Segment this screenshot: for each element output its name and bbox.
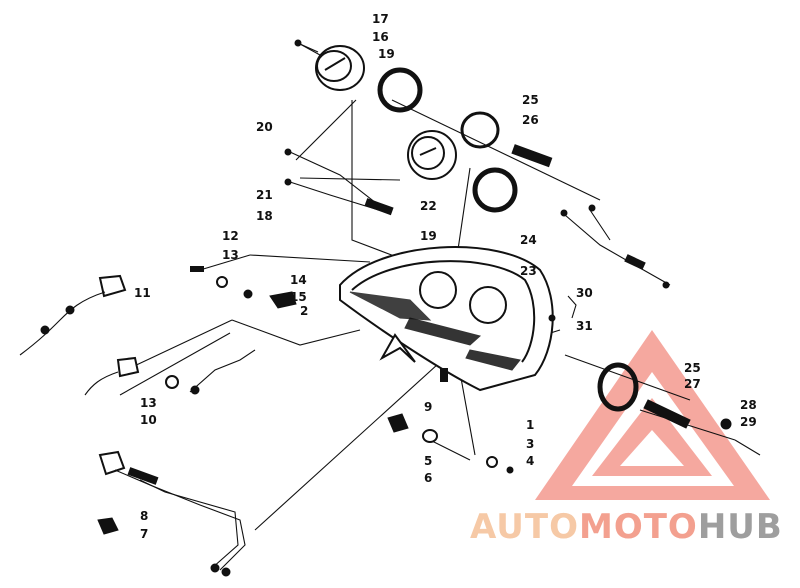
callout-11: 11 bbox=[134, 286, 151, 300]
gauge-16 bbox=[294, 39, 365, 91]
switch-11 bbox=[19, 274, 127, 356]
callout-3: 3 bbox=[526, 437, 534, 451]
watermark-automotohub: AUTOMOTOHUB bbox=[470, 507, 783, 547]
wiring-harness-18 bbox=[284, 148, 394, 216]
watermark-auto: AUTO bbox=[470, 507, 579, 547]
callout-2: 2 bbox=[300, 304, 308, 318]
callout-4: 4 bbox=[526, 454, 534, 468]
callout-28: 28 bbox=[740, 398, 757, 412]
callout-25: 25 bbox=[522, 93, 539, 107]
watermark-triangle-logo bbox=[535, 330, 770, 500]
callout-13: 13 bbox=[140, 396, 157, 410]
callout-1: 1 bbox=[526, 418, 534, 432]
instrument-panel-housing bbox=[339, 246, 554, 392]
callout-25: 25 bbox=[684, 361, 701, 375]
callout-15: 15 bbox=[290, 290, 307, 304]
bezel-19-mid bbox=[472, 167, 518, 213]
callout-19: 19 bbox=[378, 47, 395, 61]
callout-6: 6 bbox=[424, 471, 432, 485]
callout-9: 9 bbox=[424, 400, 432, 414]
gauge-22 bbox=[407, 130, 457, 180]
callout-labels: 17 16 19 25 26 20 21 18 22 19 24 23 12 1… bbox=[134, 12, 757, 541]
callout-27: 27 bbox=[684, 377, 701, 391]
watermark-hub: HUB bbox=[697, 507, 783, 547]
callout-31: 31 bbox=[576, 319, 593, 333]
callout-21: 21 bbox=[256, 188, 273, 202]
bezel-25-top bbox=[460, 111, 500, 149]
small-parts bbox=[190, 266, 761, 474]
callout-18: 18 bbox=[256, 209, 273, 223]
callout-20: 20 bbox=[256, 120, 273, 134]
watermark-moto: MOTO bbox=[578, 507, 698, 547]
callout-10: 10 bbox=[140, 413, 157, 427]
callout-29: 29 bbox=[740, 415, 757, 429]
socket-26 bbox=[511, 144, 553, 168]
switch-10 bbox=[84, 349, 256, 396]
callout-12: 12 bbox=[222, 229, 239, 243]
callout-14: 14 bbox=[290, 273, 307, 287]
callout-17: 17 bbox=[372, 12, 389, 26]
callout-5: 5 bbox=[424, 454, 432, 468]
callout-13: 13 bbox=[222, 248, 239, 262]
callout-16: 16 bbox=[372, 30, 389, 44]
callout-7: 7 bbox=[140, 527, 148, 541]
cable-assembly-8 bbox=[97, 450, 246, 577]
callout-8: 8 bbox=[140, 509, 148, 523]
bezel-19-top bbox=[377, 67, 423, 113]
callout-22: 22 bbox=[420, 199, 437, 213]
callout-23: 23 bbox=[520, 264, 537, 278]
wiring-harness-23 bbox=[560, 204, 671, 289]
callout-30: 30 bbox=[576, 286, 593, 300]
callout-26: 26 bbox=[522, 113, 539, 127]
callout-24: 24 bbox=[520, 233, 537, 247]
callout-19: 19 bbox=[420, 229, 437, 243]
